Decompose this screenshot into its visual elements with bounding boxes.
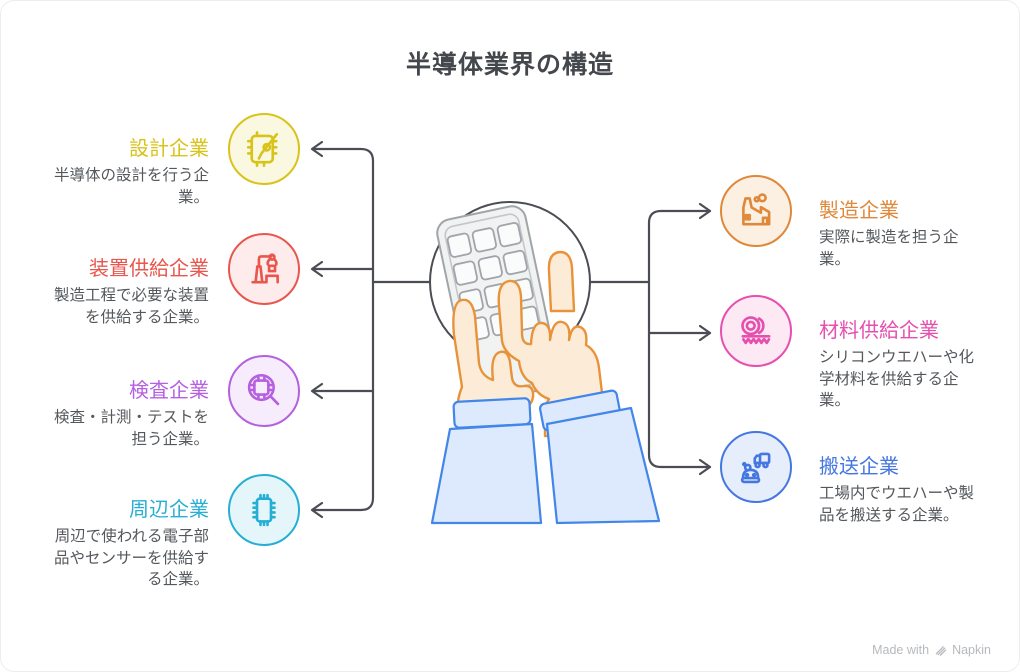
node-description: シリコンウエハーや化学材料を供給する企業。 xyxy=(819,349,975,409)
chip-design-icon xyxy=(228,113,300,185)
node-description: 製造工程で必要な装置を供給する企業。 xyxy=(53,287,209,326)
node-label: 検査企業 xyxy=(129,380,209,402)
node-description: 検査・計測・テストを担う企業。 xyxy=(53,409,209,448)
napkin-logo-icon xyxy=(935,645,947,656)
arrowhead-left-3 xyxy=(310,382,324,400)
node-description: 周辺で使われる電子部品やセンサーを供給する企業。 xyxy=(53,528,209,588)
watermark-prefix: Made with xyxy=(872,643,930,657)
node-description: 実際に製造を担う企業。 xyxy=(819,229,959,268)
chip-icon xyxy=(228,474,300,546)
chip-inspection-icon xyxy=(228,355,300,427)
right-connector xyxy=(647,209,712,469)
node-description: 工場内でウエハーや製品を搬送する企業。 xyxy=(819,485,975,524)
factory-icon xyxy=(720,175,792,247)
node-label: 装置供給企業 xyxy=(89,258,209,280)
wafer-icon xyxy=(720,295,792,367)
arrowhead-left-4 xyxy=(310,501,324,519)
diagram-title: 半導体業界の構造 xyxy=(405,51,614,79)
node-label: 設計企業 xyxy=(129,138,209,160)
left-sleeve xyxy=(430,397,543,525)
watermark-brand: Napkin xyxy=(952,643,991,657)
node-description: 半導体の設計を行う企業。 xyxy=(53,167,209,206)
node-label: 搬送企業 xyxy=(819,456,899,478)
arrowhead-right-2 xyxy=(698,324,712,342)
arrowhead-left-1 xyxy=(310,140,324,158)
node-label: 材料供給企業 xyxy=(819,320,939,342)
arrowhead-left-2 xyxy=(310,260,324,278)
left-connector xyxy=(312,147,375,512)
fingertip xyxy=(547,250,576,313)
watermark: Made with Napkin xyxy=(872,643,991,657)
node-label: 周辺企業 xyxy=(129,499,209,521)
node-label: 製造企業 xyxy=(819,200,899,222)
arrowhead-right-1 xyxy=(698,202,712,220)
right-sleeve xyxy=(538,389,661,525)
robot-arm-icon xyxy=(228,233,300,305)
transport-robot-icon xyxy=(720,431,792,503)
arrowhead-right-3 xyxy=(698,458,712,476)
